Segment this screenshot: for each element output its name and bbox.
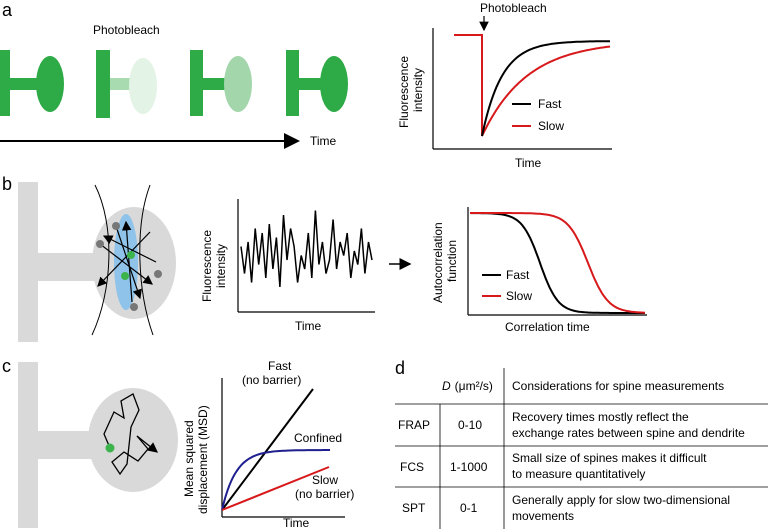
msd-confined-label: Confined <box>294 431 342 445</box>
spine-bleached <box>96 50 157 118</box>
row-fcs-method: FCS <box>400 460 424 474</box>
row-spt-method: SPT <box>402 501 426 515</box>
msd-slow-label-2: (no barrier) <box>295 487 354 501</box>
table-lines <box>395 368 768 529</box>
spine-recovering <box>190 50 252 116</box>
spine-unbleached-1 <box>0 50 64 116</box>
spine-recovered <box>286 50 348 116</box>
msd-fast-line <box>221 388 314 511</box>
msd-slow-label-1: Slow <box>312 473 338 487</box>
tracked-particle <box>105 443 115 453</box>
fluorescence-trace <box>240 210 373 288</box>
row-spt-range: 0-1 <box>460 501 478 515</box>
dendrite-spine-c <box>18 362 178 528</box>
frap-slow-curve <box>454 34 611 137</box>
frap-xlabel: Time <box>515 156 542 170</box>
frap-top-label: Photobleach <box>480 1 547 15</box>
photobleach-label: Photobleach <box>93 23 160 37</box>
frap-ylabel-2: intensity <box>411 68 425 112</box>
autocorr-xlabel: Correlation time <box>505 320 590 334</box>
row-fcs-note-2: to measure quantitatively <box>512 467 645 481</box>
row-fcs-range: 1-1000 <box>450 460 488 474</box>
panel-b-letter: b <box>2 174 12 194</box>
row-fcs-note-1: Small size of spines makes it difficult <box>512 451 707 465</box>
msd-fast-label-1: Fast <box>268 359 292 373</box>
single-particle-track <box>103 393 149 476</box>
autocorr-slow-curve <box>470 212 646 314</box>
laser-beam-left <box>91 184 110 336</box>
frap-axes <box>432 28 612 150</box>
legend-slow-b: Slow <box>506 289 532 303</box>
laser-beam-right <box>139 184 154 336</box>
fcs-trace-axes <box>237 199 375 313</box>
d-unit: (μm²/s) <box>455 379 493 393</box>
msd-confined-curve <box>221 449 330 511</box>
row-spt-note-2: movements <box>512 509 574 523</box>
msd-fast-label-2: (no barrier) <box>242 373 301 387</box>
time-arrow-label: Time <box>310 134 337 148</box>
col-header-d: D (μm²/s) <box>442 379 493 393</box>
legend-fast-a: Fast <box>538 97 562 111</box>
msd-axes <box>221 378 345 518</box>
msd-ylabel-1: Mean squared <box>182 420 196 497</box>
autocorr-ylabel-1: Autocorrelation <box>431 222 445 303</box>
row-spt-note-1: Generally apply for slow two-dimensional <box>512 493 730 507</box>
legend-slow-a: Slow <box>538 119 564 133</box>
msd-ylabel-2: displacement (MSD) <box>196 405 210 514</box>
track-arrow <box>136 435 159 453</box>
panel-a-letter: a <box>2 0 13 20</box>
row-frap-range: 0-10 <box>458 418 482 432</box>
diffusion-arrows <box>97 220 157 303</box>
trace-xlabel: Time <box>295 319 322 333</box>
panel-d-letter: d <box>395 358 405 378</box>
autocorr-fast-curve <box>469 212 645 314</box>
autocorr-axes <box>467 207 647 316</box>
msd-xlabel: Time <box>283 516 310 529</box>
col-header-considerations: Considerations for spine measurements <box>512 379 724 393</box>
row-frap-note-1: Recovery times mostly reflect the <box>512 410 689 424</box>
row-frap-method: FRAP <box>398 418 430 432</box>
autocorr-ylabel-2: function <box>445 240 459 282</box>
d-symbol: D <box>442 379 451 393</box>
panel-c-letter: c <box>2 356 11 376</box>
frap-ylabel-1: Fluorescence <box>397 56 411 128</box>
msd-slow-line <box>221 466 330 511</box>
trace-ylabel-2: intensity <box>214 244 228 288</box>
trace-ylabel-1: Fluorescence <box>200 230 214 302</box>
frap-fast-curve <box>481 40 610 137</box>
row-frap-note-2: exchange rates between spine and dendrit… <box>512 426 745 440</box>
legend-fast-b: Fast <box>506 268 530 282</box>
molecules <box>96 222 162 311</box>
dendrite-spine-b <box>18 182 176 342</box>
